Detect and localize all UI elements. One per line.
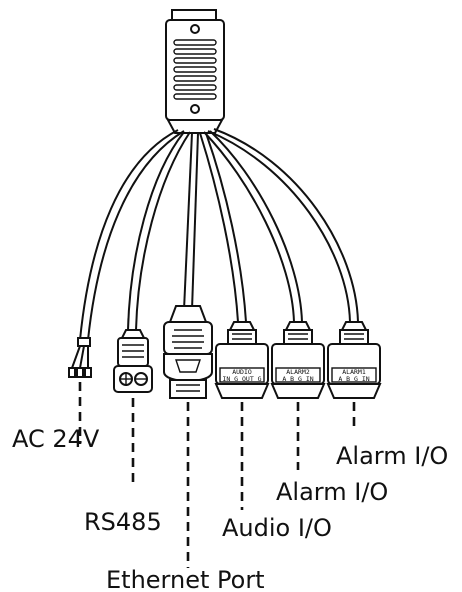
label-alarm-io-upper: Alarm I/O	[336, 442, 448, 470]
alarm1-connector-text-2: A B G IN	[338, 375, 369, 383]
alarm1-connector: ALARM1 A B G IN	[326, 321, 382, 399]
label-ac-24v: AC 24V	[12, 425, 100, 453]
ethernet-connector	[163, 305, 213, 399]
main-connector	[165, 9, 225, 134]
alarm2-connector: ALARM2 A B G IN	[270, 321, 326, 399]
audio-connector: AUDIO IN G OUT G	[214, 321, 270, 399]
label-alarm-io-lower: Alarm I/O	[276, 478, 388, 506]
cables	[79, 128, 359, 341]
alarm1-connector-text-1: ALARM1	[342, 368, 366, 376]
leader-lines	[78, 382, 356, 568]
label-ethernet-port: Ethernet Port	[106, 566, 265, 592]
label-rs485: RS485	[84, 508, 162, 536]
alarm2-connector-text-2: A B G IN	[282, 375, 313, 383]
audio-connector-text-2: IN G OUT G	[222, 375, 261, 383]
connector-grille	[173, 39, 217, 100]
rs485-connector	[113, 329, 153, 393]
power-wires	[68, 337, 92, 378]
alarm2-connector-text-1: ALARM2	[286, 368, 310, 376]
labels: AC 24V RS485 Ethernet Port Audio I/O Ala…	[12, 425, 448, 592]
audio-connector-text-1: AUDIO	[232, 368, 252, 376]
label-audio-io: Audio I/O	[222, 514, 332, 542]
